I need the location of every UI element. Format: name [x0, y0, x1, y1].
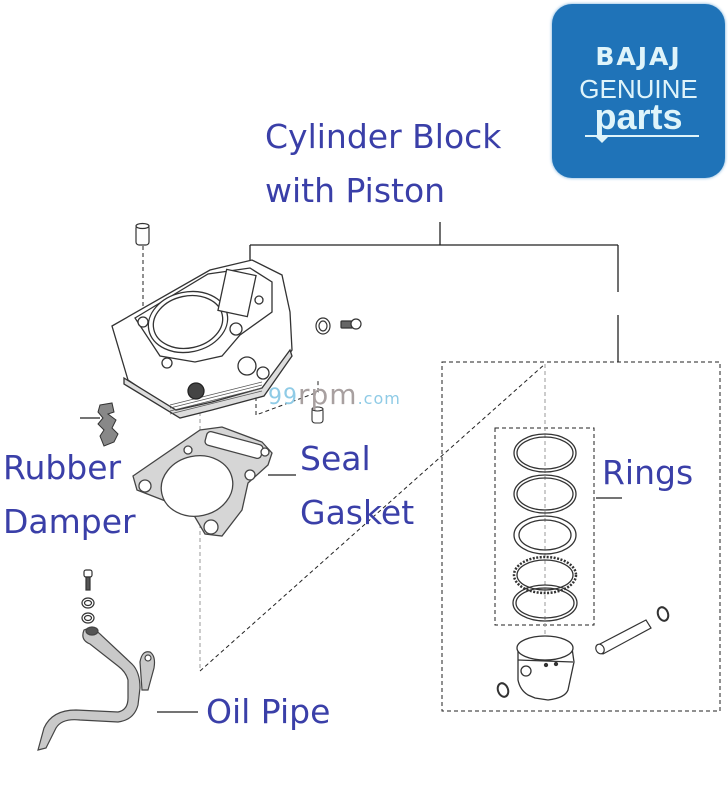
- label-rubber-damper-line1: Rubber: [3, 448, 122, 487]
- logo-brand: BAJAJ: [595, 42, 682, 71]
- label-rings: Rings: [602, 453, 694, 492]
- dowel-pin-lower: [311, 406, 324, 424]
- seal-gasket: [132, 426, 273, 537]
- oil-pipe-washers: [81, 597, 95, 624]
- label-oil-pipe: Oil Pipe: [206, 692, 331, 731]
- label-cylinder-block-line2: with Piston: [265, 171, 446, 210]
- logo-parts: parts: [594, 96, 683, 137]
- piston-ring-4: [512, 555, 578, 595]
- label-cylinder-block: Cylinder Block with Piston: [265, 110, 501, 218]
- watermark: 99rpm.com: [268, 378, 401, 411]
- logo-underline: [585, 135, 699, 137]
- piston: [516, 635, 575, 701]
- label-seal-gasket-line2: Gasket: [300, 493, 415, 532]
- washer: [315, 317, 331, 335]
- bajaj-genuine-parts-logo: BAJAJ GENUINE parts: [552, 4, 725, 178]
- piston-ring-2: [513, 474, 577, 514]
- label-rubber-damper: Rubber Damper: [3, 441, 136, 549]
- oil-pipe: [37, 626, 156, 751]
- cylinder-block: [111, 259, 293, 419]
- logo-genuine: GENUINE: [579, 74, 698, 104]
- circlip-left: [496, 682, 510, 698]
- rubber-damper: [97, 402, 119, 447]
- piston-ring-set: [512, 433, 578, 622]
- piston-ring-5: [512, 584, 578, 622]
- piston-ring-3: [513, 515, 577, 555]
- label-seal-gasket-line1: Seal: [300, 439, 371, 478]
- circlips: [496, 606, 670, 698]
- watermark-main: rpm: [298, 378, 358, 411]
- piston-ring-1: [513, 433, 577, 473]
- oil-pipe-bolt: [83, 569, 93, 591]
- dowel-guide: [255, 380, 319, 416]
- bolt: [340, 318, 362, 330]
- label-rubber-damper-line2: Damper: [3, 502, 136, 541]
- piston-group-box: [441, 361, 721, 712]
- circlip-right: [656, 606, 670, 622]
- label-cylinder-block-line1: Cylinder Block: [265, 117, 502, 156]
- watermark-suffix: .com: [357, 389, 401, 408]
- dowel-pin-top: [135, 222, 150, 246]
- logo-underline-notch: [596, 137, 608, 143]
- label-seal-gasket: Seal Gasket: [300, 432, 414, 540]
- watermark-prefix: 99: [268, 385, 298, 410]
- piston-pin: [595, 619, 652, 655]
- leader-lines: [80, 222, 622, 713]
